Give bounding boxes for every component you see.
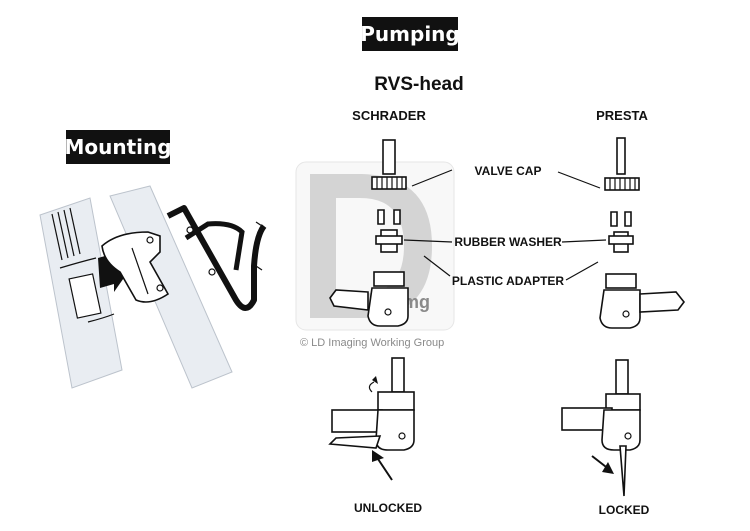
- pumping-tag: Pumping: [360, 17, 460, 51]
- pumping-title: Pumping: [360, 22, 459, 46]
- plastic-adapter-label: PLASTIC ADAPTER: [452, 274, 565, 288]
- watermark-credit: © LD Imaging Working Group: [300, 337, 444, 349]
- presta-valve-cap: [604, 177, 640, 191]
- rvs-head-heading: RVS-head: [374, 74, 463, 95]
- mounting-illustration: [39, 185, 267, 389]
- schrader-valve-cap: [371, 176, 407, 190]
- leader-lines: [403, 169, 607, 281]
- locked-assembly: [561, 359, 641, 497]
- unlocked-label: UNLOCKED: [354, 501, 422, 515]
- rubber-washer-label: RUBBER WASHER: [454, 235, 562, 249]
- presta-exploded-view: [599, 137, 686, 329]
- schrader-rubber-washer: [375, 209, 403, 253]
- schrader-heading: SCHRADER: [352, 108, 426, 123]
- valve-cap-label: VALVE CAP: [475, 164, 542, 178]
- presta-plastic-adapter: [599, 273, 686, 329]
- mounting-title: Mounting: [64, 135, 171, 159]
- schrader-exploded-view: [329, 139, 409, 327]
- presta-heading: PRESTA: [596, 108, 648, 123]
- schrader-plastic-adapter: [329, 271, 409, 327]
- locked-label: LOCKED: [599, 503, 650, 517]
- presta-rubber-washer: [608, 211, 634, 253]
- mounting-tag: Mounting: [64, 130, 172, 164]
- part-labels: VALVE CAP RUBBER WASHER PLASTIC ADAPTER: [403, 164, 607, 288]
- unlocked-assembly: [328, 357, 415, 481]
